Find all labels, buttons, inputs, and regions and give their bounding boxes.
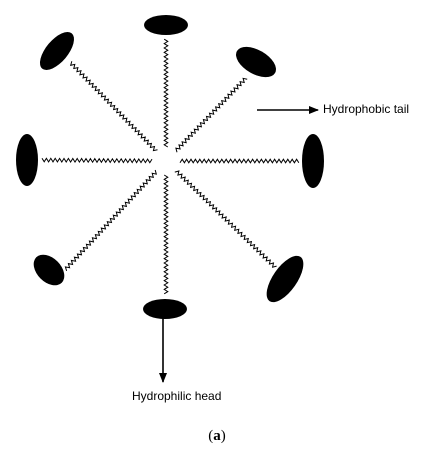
hydrophobic-tail-left: [42, 158, 152, 163]
figure-caption: (a): [0, 428, 434, 445]
hydrophilic-head-top-right: [231, 41, 281, 84]
hydrophobic-tail-right: [180, 159, 299, 163]
hydrophilic-head-right: [302, 134, 324, 188]
hydrophilic-head-top: [144, 15, 188, 35]
hydrophilic-head-left: [16, 134, 38, 186]
hydrophobic-tail-top-left: [71, 61, 158, 150]
surfactant-molecules: [16, 15, 324, 319]
hydrophobic-tail-label: Hydrophobic tail: [323, 102, 409, 116]
caption-letter: a: [213, 428, 221, 444]
hydrophilic-head-bottom-left: [28, 249, 70, 291]
hydrophobic-tail-top: [164, 39, 168, 147]
hydrophobic-tail-bottom-left: [65, 170, 156, 271]
hydrophilic-head-bottom: [143, 299, 187, 319]
hydrophobic-tail-top-right: [176, 78, 247, 152]
hydrophobic-tail-bottom: [164, 175, 168, 294]
caption-close-paren: ): [221, 428, 226, 444]
hydrophilic-head-bottom-right: [260, 250, 311, 308]
hydrophilic-head-label: Hydrophilic head: [132, 389, 221, 403]
hydrophobic-tail-bottom-right: [175, 171, 277, 267]
hydrophilic-head-top-left: [34, 26, 80, 75]
